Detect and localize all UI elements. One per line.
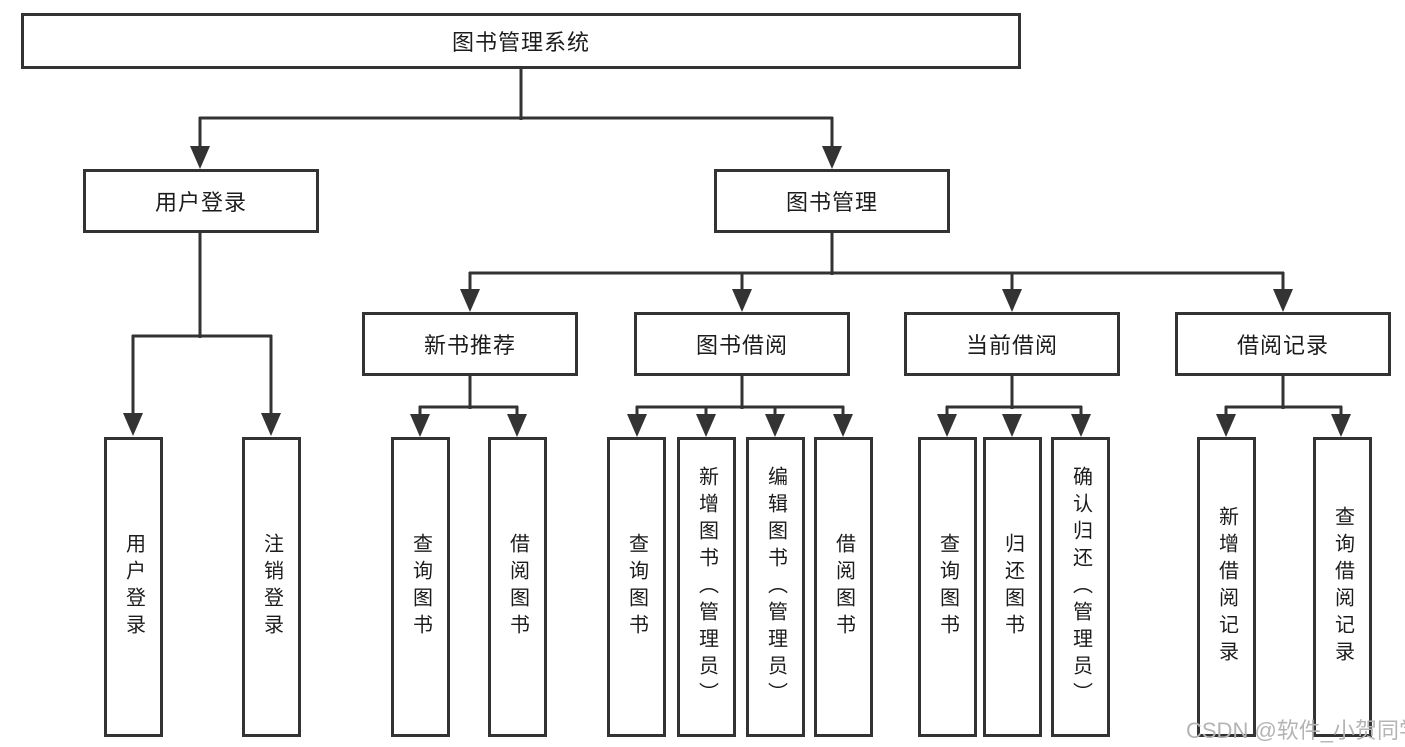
leaf-current-return-books: 归还图书: [983, 437, 1042, 737]
node-root-library-system: 图书管理系统: [21, 13, 1021, 69]
leaf-records-query-record: 查询借阅记录: [1313, 437, 1372, 737]
user-login-children-connector: [123, 233, 281, 436]
leaf-current-query-books-label: 查询图书: [936, 533, 959, 641]
leaf-current-query-books: 查询图书: [918, 437, 977, 737]
leaf-user-login: 用户登录: [104, 437, 163, 737]
node-current-borrow: 当前借阅: [904, 312, 1120, 376]
leaf-borrow-edit-books-admin-label: 编辑图书（管理员）: [764, 465, 787, 709]
leaf-records-add-record: 新增借阅记录: [1197, 437, 1256, 737]
node-user-login: 用户登录: [83, 169, 319, 233]
new-book-recommend-children-connector: [410, 376, 527, 437]
leaf-records-add-record-label: 新增借阅记录: [1215, 506, 1238, 668]
leaf-borrow-query-books-label: 查询图书: [625, 533, 648, 641]
node-borrow-records: 借阅记录: [1175, 312, 1391, 376]
node-book-borrow: 图书借阅: [634, 312, 850, 376]
node-book-management: 图书管理: [714, 169, 950, 233]
leaf-recommend-query-books: 查询图书: [391, 437, 450, 737]
leaf-current-confirm-return-admin-label: 确认归还（管理员）: [1069, 465, 1092, 709]
leaf-borrow-add-books-admin: 新增图书（管理员）: [677, 437, 736, 737]
leaf-user-login-label: 用户登录: [122, 533, 145, 641]
leaf-borrow-query-books: 查询图书: [607, 437, 666, 737]
leaf-records-query-record-label: 查询借阅记录: [1331, 506, 1354, 668]
leaf-recommend-query-books-label: 查询图书: [409, 533, 432, 641]
leaf-logout-label: 注销登录: [260, 533, 283, 641]
book-management-children-connector: [460, 233, 1293, 312]
leaf-borrow-borrow-books-label: 借阅图书: [832, 533, 855, 641]
leaf-logout: 注销登录: [242, 437, 301, 737]
leaf-recommend-borrow-books-label: 借阅图书: [506, 533, 529, 641]
leaf-borrow-edit-books-admin: 编辑图书（管理员）: [746, 437, 805, 737]
borrow-records-children-connector: [1216, 376, 1351, 437]
current-borrow-children-connector: [937, 376, 1091, 437]
leaf-borrow-borrow-books: 借阅图书: [814, 437, 873, 737]
leaf-recommend-borrow-books: 借阅图书: [488, 437, 547, 737]
leaf-current-return-books-label: 归还图书: [1001, 533, 1024, 641]
book-borrow-children-connector: [627, 376, 853, 437]
node-new-book-recommend: 新书推荐: [362, 312, 578, 376]
root-to-level2-connector: [190, 68, 842, 169]
leaf-current-confirm-return-admin: 确认归还（管理员）: [1051, 437, 1110, 737]
leaf-borrow-add-books-admin-label: 新增图书（管理员）: [695, 465, 718, 709]
